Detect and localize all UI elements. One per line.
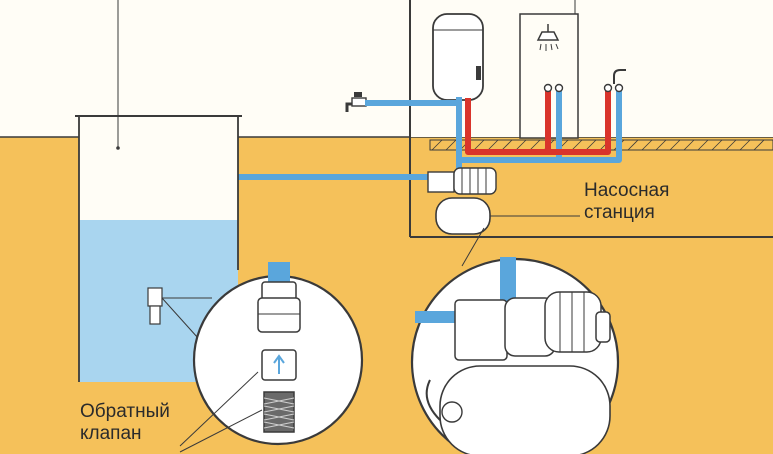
check-valve-label-line-1: Обратный (80, 401, 170, 422)
pump-icon (427, 167, 497, 195)
faucet-icon (345, 92, 367, 112)
pump-station (427, 167, 580, 267)
water-heater-icon (432, 13, 484, 101)
pump-station-label-line-1: Насосная (584, 180, 670, 201)
pressure-tank-icon (435, 197, 491, 235)
hot-pipes (465, 90, 611, 155)
check-valve-label: Обратный клапан (80, 401, 170, 445)
mixer-taps (543, 69, 626, 93)
shower-icon (536, 24, 560, 51)
valve-magnifier (179, 262, 364, 453)
pump-station-label-line-2: станция (584, 201, 655, 223)
check-valve-label-line-2: клапан (80, 422, 142, 444)
strainer-icon (263, 391, 295, 433)
pump-station-label: Насосная станция (584, 180, 669, 224)
check-valve-icon (147, 287, 163, 325)
pump-magnifier (410, 257, 620, 454)
